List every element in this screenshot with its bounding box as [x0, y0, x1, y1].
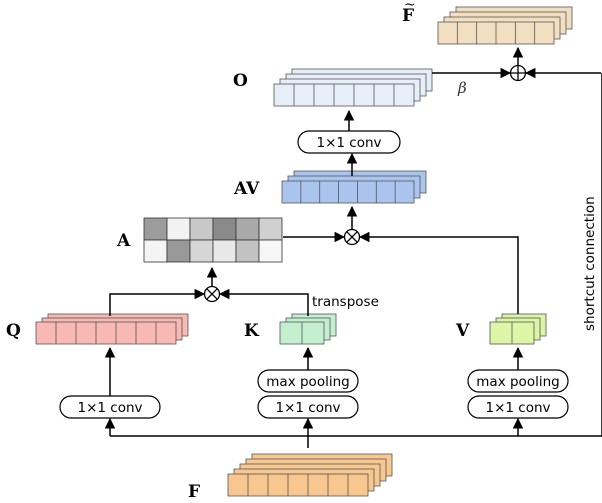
- attention-cell: [143, 239, 168, 263]
- pool-k-box: max pooling: [257, 369, 359, 393]
- o-label: O: [233, 71, 248, 91]
- attention-cell: [235, 239, 260, 263]
- attention-matrix: [143, 217, 283, 263]
- attention-cell: [189, 217, 214, 241]
- pool-v-box: max pooling: [467, 369, 569, 393]
- f-tilde-label: F: [402, 6, 414, 26]
- stack-k-layer: [279, 321, 325, 345]
- stack-f-layer: [227, 473, 369, 497]
- conv-k-label: 1×1 conv: [275, 400, 340, 416]
- k-feature-stack: [279, 313, 337, 345]
- conv-v-label: 1×1 conv: [485, 400, 550, 416]
- attention-cell: [166, 239, 191, 263]
- multiply-operator-av: [343, 228, 361, 246]
- pool-v-label: max pooling: [476, 374, 559, 390]
- stack-av-layer: [281, 180, 415, 204]
- av-feature-stack: [281, 170, 427, 204]
- f-label: F: [188, 482, 200, 502]
- f-tilde-accent: ~: [404, 0, 416, 13]
- conv-q-label: 1×1 conv: [77, 400, 142, 416]
- output-feature-stack: [437, 6, 573, 45]
- multiply-operator-qk: [203, 285, 221, 303]
- add-operator: [509, 64, 527, 82]
- attention-cell: [235, 217, 260, 241]
- stack-ftilde-layer: [437, 21, 555, 45]
- connectors: [104, 46, 602, 448]
- shortcut-connection-label: shortcut connection: [582, 196, 598, 331]
- attention-cell: [258, 239, 283, 263]
- v-label: V: [455, 321, 470, 341]
- attention-cell: [166, 217, 191, 241]
- q-feature-stack: [35, 313, 189, 345]
- beta-label: β: [457, 79, 467, 97]
- stack-q-layer: [35, 321, 177, 345]
- av-label: AV: [233, 179, 260, 199]
- a-label: A: [116, 231, 131, 251]
- v-feature-stack: [489, 313, 547, 345]
- conv-v-box: 1×1 conv: [467, 395, 569, 419]
- q-label: Q: [6, 321, 21, 341]
- conv-top-label: 1×1 conv: [316, 135, 381, 151]
- attention-cell: [189, 239, 214, 263]
- stack-o-layer: [273, 83, 415, 107]
- input-feature-stack: [227, 453, 393, 497]
- conv-q-box: 1×1 conv: [59, 395, 161, 419]
- attention-cell: [143, 217, 168, 241]
- attention-cell: [212, 217, 237, 241]
- pool-k-label: max pooling: [266, 374, 349, 390]
- attention-cell: [258, 217, 283, 241]
- stack-v-layer: [489, 321, 535, 345]
- o-feature-stack: [273, 68, 433, 107]
- attention-cell: [212, 239, 237, 263]
- transpose-label: transpose: [312, 294, 379, 310]
- conv-top-box: 1×1 conv: [297, 130, 401, 154]
- k-label: K: [244, 321, 260, 341]
- conv-k-box: 1×1 conv: [257, 395, 359, 419]
